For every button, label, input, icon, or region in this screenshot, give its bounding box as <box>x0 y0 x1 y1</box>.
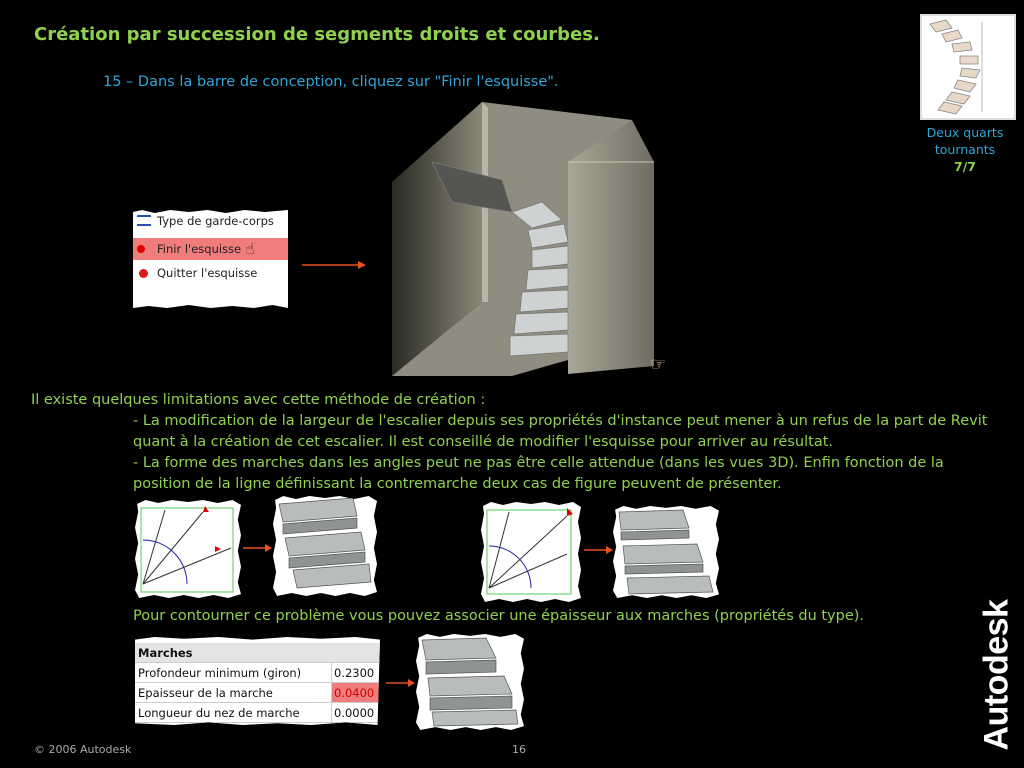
stair-3d-view <box>392 102 654 376</box>
stair-properties-table: Marches Profondeur minimum (giron) 0.230… <box>135 637 380 725</box>
autodesk-logo: Autodesk <box>972 590 1022 760</box>
design-bar-menu: Type de garde-corps Finir l'esquisse ☝ Q… <box>133 210 288 308</box>
table-row-label: Longueur du nez de marche <box>138 706 300 720</box>
topic-line-2: tournants <box>934 142 996 157</box>
stair-result-thick-treads <box>416 634 524 730</box>
table-row[interactable]: Epaisseur de la marche 0.0400 <box>135 683 380 703</box>
limitations-point-1: - La modification de la largeur de l'esc… <box>133 413 988 450</box>
menu-item-finish-sketch[interactable]: Finir l'esquisse ☝ <box>133 238 288 260</box>
arrow-icon <box>386 679 415 687</box>
brand-wordmark: Autodesk <box>977 599 1016 751</box>
table-header: Marches <box>135 643 380 663</box>
quit-sketch-icon <box>139 269 148 278</box>
pointing-hand-icon: ☞ <box>650 354 667 375</box>
topic-caption: Deux quarts tournants 7/7 <box>915 124 1015 175</box>
step-instruction: 15 – Dans la barre de conception, clique… <box>103 74 559 90</box>
railing-icon <box>137 215 151 226</box>
table-row[interactable]: Profondeur minimum (giron) 0.2300 <box>135 663 380 683</box>
slide-number: 16 <box>512 743 526 756</box>
table-row-label: Profondeur minimum (giron) <box>138 666 302 680</box>
table-row-value-highlighted[interactable]: 0.0400 <box>331 683 379 702</box>
copyright-footer: © 2006 Autodesk <box>34 743 132 756</box>
topic-line-1: Deux quarts <box>926 125 1004 140</box>
arrow-icon <box>584 546 613 554</box>
table-row-value[interactable]: 0.2300 <box>331 663 379 682</box>
finish-sketch-icon <box>137 245 145 253</box>
menu-item-railing-type[interactable]: Type de garde-corps <box>133 210 288 232</box>
sketch-diagram-case-2 <box>481 502 581 602</box>
menu-item-label: Finir l'esquisse <box>157 242 242 256</box>
arrow-icon <box>302 261 366 269</box>
slide-title: Création par succession de segments droi… <box>34 24 600 45</box>
limitations-text: Il existe quelques limitations avec cett… <box>31 390 996 495</box>
table-header-label: Marches <box>138 646 193 660</box>
limitations-intro: Il existe quelques limitations avec cett… <box>31 392 486 408</box>
menu-item-label: Quitter l'esquisse <box>157 266 258 280</box>
table-row-value[interactable]: 0.0000 <box>331 703 379 722</box>
table-row-label: Epaisseur de la marche <box>138 686 273 700</box>
menu-item-quit-sketch[interactable]: Quitter l'esquisse <box>133 262 288 284</box>
table-row[interactable]: Longueur du nez de marche 0.0000 <box>135 703 380 723</box>
stair-result-case-1 <box>273 496 377 596</box>
arrow-icon <box>243 544 272 552</box>
menu-item-label: Type de garde-corps <box>157 214 274 228</box>
pointer-hand-icon: ☝ <box>245 239 255 258</box>
stair-result-case-2 <box>613 506 719 598</box>
sketch-diagram-case-1 <box>135 500 241 598</box>
workaround-text: Pour contourner ce problème vous pouvez … <box>133 608 865 624</box>
stair-thumbnail <box>920 14 1016 120</box>
page-counter: 7/7 <box>954 159 976 174</box>
limitations-point-2: - La forme des marches dans les angles p… <box>133 455 944 492</box>
